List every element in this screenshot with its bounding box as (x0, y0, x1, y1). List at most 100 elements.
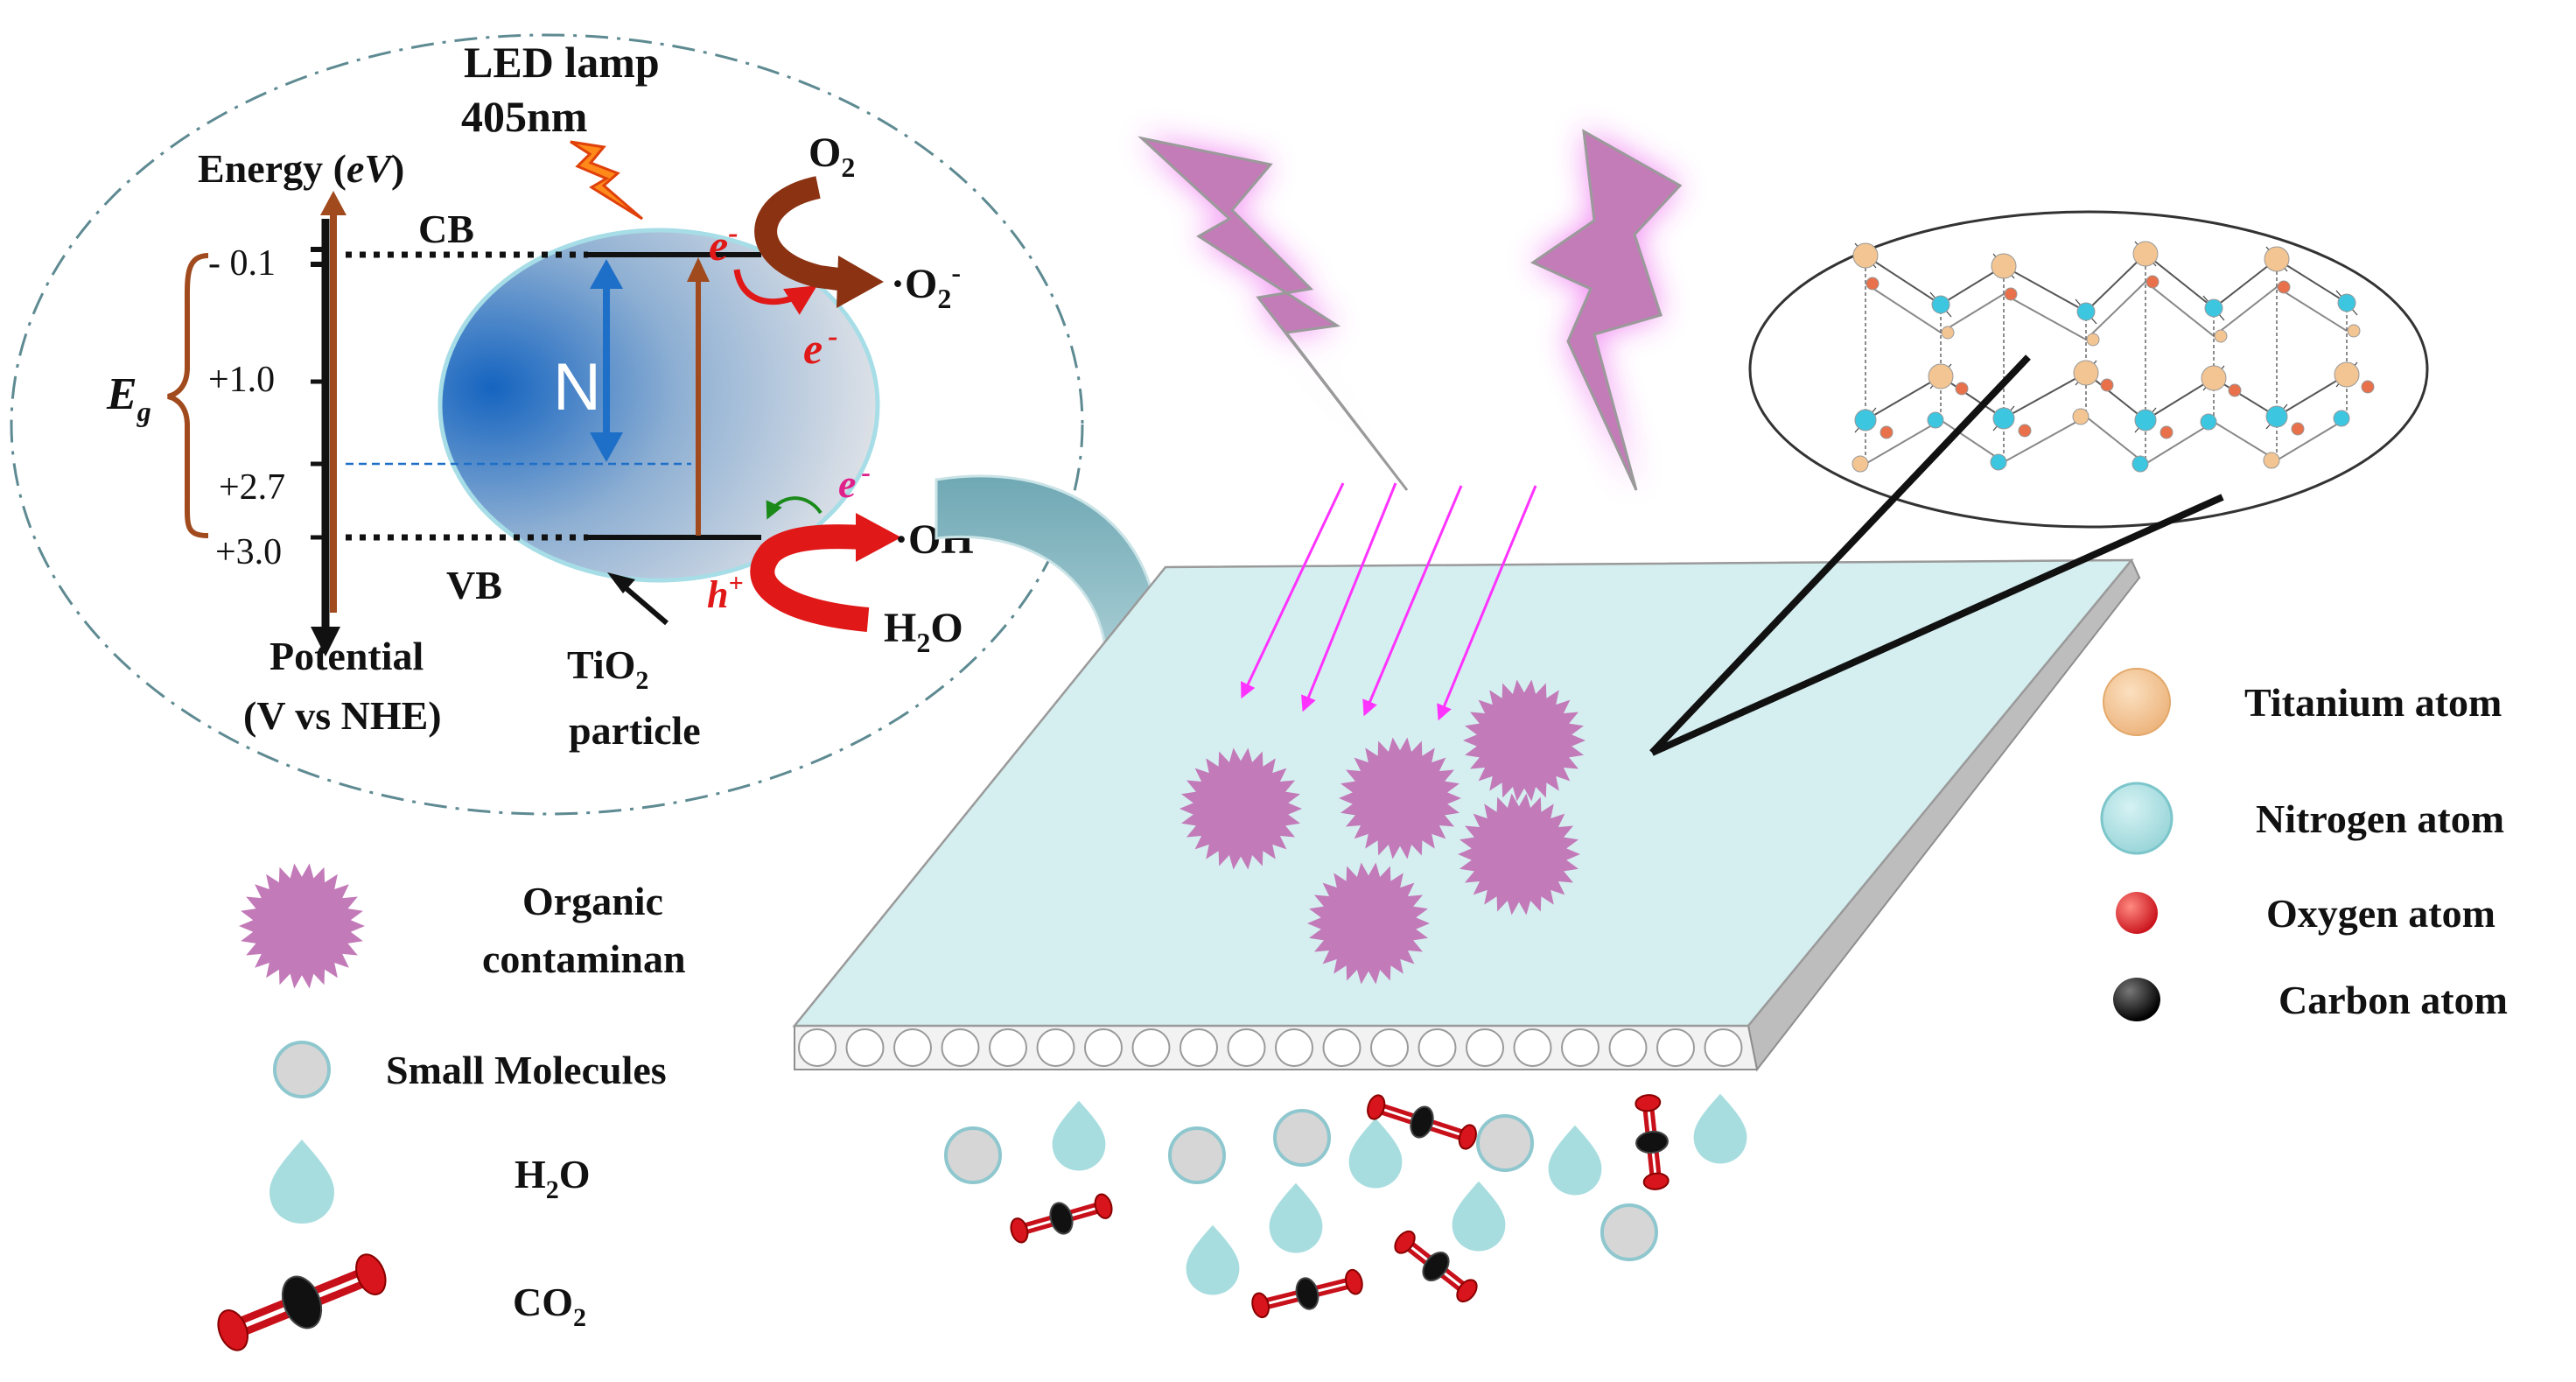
oxygen-atom (2100, 378, 2114, 392)
oxygen-atom (2291, 422, 2305, 436)
co2-molecule-icon (217, 1253, 387, 1351)
lightning-bolt-left-icon (1138, 136, 1409, 491)
oxygen-atom (2228, 383, 2242, 397)
water-drop-icon (1186, 1224, 1240, 1295)
light-ray (1362, 485, 1463, 717)
small-molecule-icon (1600, 1203, 1658, 1261)
panel-outline (10, 33, 1084, 816)
plate-pore (1084, 1028, 1123, 1067)
particle-label-line2: particle (569, 708, 701, 753)
lattice-atom (2072, 408, 2090, 425)
energy-axis-arrowhead (320, 191, 346, 215)
eg-label: Eg (106, 369, 151, 427)
nitrogen-atom (1992, 407, 2015, 430)
nitrogen-atom (2265, 405, 2288, 428)
small-molecule-icon (944, 1126, 1002, 1184)
plate-pores (798, 1028, 1743, 1067)
superoxide-label: ·O2- (891, 256, 961, 314)
plate-pore (1608, 1028, 1648, 1067)
tick-label: +1.0 (208, 360, 275, 400)
wavelength-label: 405nm (461, 92, 587, 141)
oxygen-atom (1941, 326, 1955, 340)
nitrogen-atom (2076, 302, 2096, 321)
electron-transfer-arrow (733, 269, 817, 315)
electron-label-cb: e- (709, 217, 738, 270)
titanium-atom-icon (2103, 668, 2171, 736)
co2-molecule-icon (1634, 1094, 1670, 1190)
small-molecule-icon (1476, 1114, 1534, 1172)
species-legend: Organic contaminan Small Molecules H2O C… (217, 863, 686, 1351)
legend-label: Titanium atom (2244, 680, 2502, 725)
water-drop-icon (1269, 1182, 1323, 1253)
co2-molecule-icon (1394, 1230, 1478, 1303)
nitrogen-atom (2204, 298, 2223, 318)
titanium-atom (2334, 361, 2360, 388)
oxygen-atom (2086, 333, 2100, 347)
arrowhead-icon (687, 257, 710, 282)
cb-label: CB (418, 207, 474, 251)
particle-label-line1: TiO2 (567, 642, 648, 695)
water-oxidation-arrow (750, 524, 870, 632)
lattice-atom (2333, 410, 2350, 427)
contaminants-on-plate (1180, 679, 1586, 985)
titanium-atom (2201, 365, 2227, 391)
oxygen-atom-icon (2116, 892, 2158, 934)
legend-label: Small Molecules (386, 1048, 667, 1092)
tick-label: +3.0 (215, 532, 282, 572)
legend-label: H2O (514, 1152, 591, 1204)
organic-contaminant-icon (1458, 793, 1580, 915)
legend-label: Oxygen atom (2266, 891, 2496, 936)
light-ray (1437, 485, 1537, 721)
light-bolts (1138, 129, 1683, 491)
plate-pore (1513, 1028, 1552, 1067)
vb-label: VB (446, 563, 502, 607)
eg-brace (167, 253, 209, 538)
arrowhead-icon (836, 256, 884, 308)
spiky-ball-shape (239, 863, 365, 989)
nitrogen-atom (2134, 409, 2157, 431)
plate-pore (1418, 1028, 1457, 1067)
light-rays (1241, 482, 1537, 721)
o2-label: O2 (808, 130, 855, 183)
potential-label-line2: (V vs NHE) (243, 693, 442, 738)
oxygen-atom (2277, 280, 2291, 294)
lightning-bolt-icon (570, 140, 643, 221)
plate-pore (1275, 1028, 1313, 1067)
oxygen-atom (2004, 287, 2018, 301)
legend-label: contaminan (482, 937, 686, 981)
plate-pore (1131, 1028, 1171, 1067)
electron-label-vb: e- (838, 456, 871, 506)
water-drop-icon (1693, 1093, 1747, 1164)
nitrogen-atom (2337, 293, 2356, 312)
oxygen-atom (1955, 382, 1969, 396)
titanium-atom (1852, 242, 1879, 269)
o2-reduction-arrow (754, 176, 847, 291)
legend-label: Organic (522, 879, 663, 923)
plate-pore (1370, 1028, 1409, 1067)
plate-pore (1036, 1028, 1075, 1067)
oxygen-atom (2347, 324, 2361, 338)
potential-axis-arrowhead (311, 627, 340, 656)
tick-label: +2.7 (219, 467, 285, 508)
water-reactant-label: H2O (884, 605, 963, 658)
arrowhead-icon (856, 513, 901, 562)
oxygen-atom (2361, 380, 2375, 394)
light-ray (1301, 482, 1397, 712)
oxygen-atom (1880, 425, 1894, 439)
energy-axis-label: Energy (eV) (198, 146, 404, 191)
co2-molecule-icon (1251, 1268, 1363, 1319)
lattice-atom (1990, 453, 2007, 471)
atom-legend: Titanium atom Nitrogen atom Oxygen atom … (2100, 668, 2508, 1022)
organic-contaminant-icon (1307, 862, 1430, 985)
plate-pore (1227, 1028, 1266, 1067)
lattice-atom (2263, 452, 2280, 469)
water-drop-icon (1052, 1100, 1106, 1171)
degradation-products (944, 1093, 1747, 1319)
nitrogen-atom (1854, 409, 1877, 431)
plate-pore (941, 1028, 980, 1067)
titanium-atom (2132, 241, 2159, 267)
water-drop-icon (270, 1140, 334, 1224)
photocatalyst-plate (792, 558, 2141, 1072)
lattice-atom (1852, 455, 1869, 473)
